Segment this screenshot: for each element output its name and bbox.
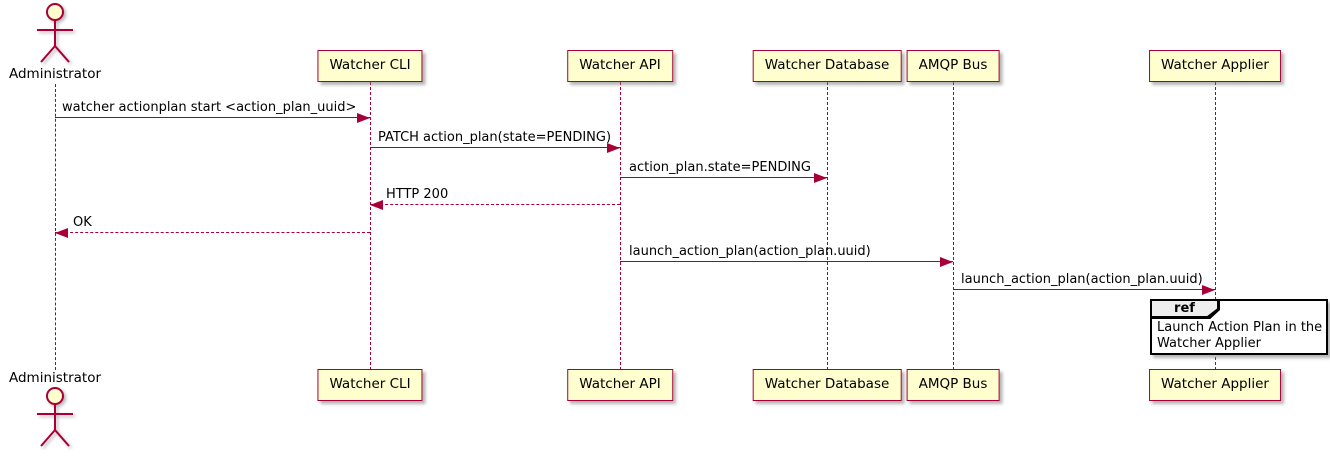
actor-label-bottom: Administrator [8,370,102,386]
message-4-arrowhead-icon [370,200,383,210]
lifeline-administrator [55,84,56,370]
participant-box-watcher-api-top: Watcher API [567,50,673,82]
participant-box-watcher-cli-bottom: Watcher CLI [317,369,423,401]
participant-box-watcher-api-bottom: Watcher API [567,369,673,401]
ref-keyword: ref [1152,301,1217,316]
participant-box-amqp-bus-bottom: AMQP Bus [906,369,1000,401]
message-7-arrowhead-icon [1202,285,1215,295]
lifeline-watcher-cli [370,82,371,370]
message-3-arrowhead-icon [814,173,827,183]
message-5-line [55,232,370,233]
message-1-label: watcher actionplan start <action_plan_uu… [62,100,357,115]
ref-text-line2: Watcher Applier [1157,336,1261,351]
message-6-label: launch_action_plan(action_plan.uuid) [629,244,871,259]
message-2-label: PATCH action_plan(state=PENDING) [378,130,612,145]
ref-text: Launch Action Plan in the Watcher Applie… [1157,320,1322,352]
message-6-line [620,261,953,262]
ref-text-line1: Launch Action Plan in the [1157,320,1323,335]
lifeline-watcher-api [620,82,621,370]
actor-label-top: Administrator [8,66,102,82]
message-5-arrowhead-icon [55,228,68,238]
actor-figure-bottom-icon [37,387,73,447]
lifeline-watcher-database [827,82,828,370]
participant-box-amqp-bus-top: AMQP Bus [906,50,1000,82]
message-4-label: HTTP 200 [386,187,449,202]
message-5-label: OK [73,215,92,230]
message-3-label: action_plan.state=PENDING [629,160,811,175]
message-7-label: launch_action_plan(action_plan.uuid) [961,272,1203,287]
message-1-arrowhead-icon [357,113,370,123]
message-7-line [953,289,1215,290]
message-2-line [370,147,620,148]
message-6-arrowhead-icon [940,257,953,267]
ref-tag-pentagon: ref [1150,299,1220,319]
message-4-line [370,204,620,205]
participant-box-watcher-database-top: Watcher Database [752,50,902,82]
participant-box-watcher-database-bottom: Watcher Database [752,369,902,401]
ref-fragment: ref Launch Action Plan in the Watcher Ap… [1150,299,1328,355]
lifeline-amqp-bus [953,82,954,370]
message-2-arrowhead-icon [607,143,620,153]
participant-box-watcher-cli-top: Watcher CLI [317,50,423,82]
message-3-line [620,177,827,178]
participant-box-watcher-applier-top: Watcher Applier [1149,50,1281,82]
lifeline-watcher-applier [1215,82,1216,370]
participant-box-watcher-applier-bottom: Watcher Applier [1149,369,1281,401]
actor-figure-icon [37,3,73,63]
message-1-line [55,117,370,118]
